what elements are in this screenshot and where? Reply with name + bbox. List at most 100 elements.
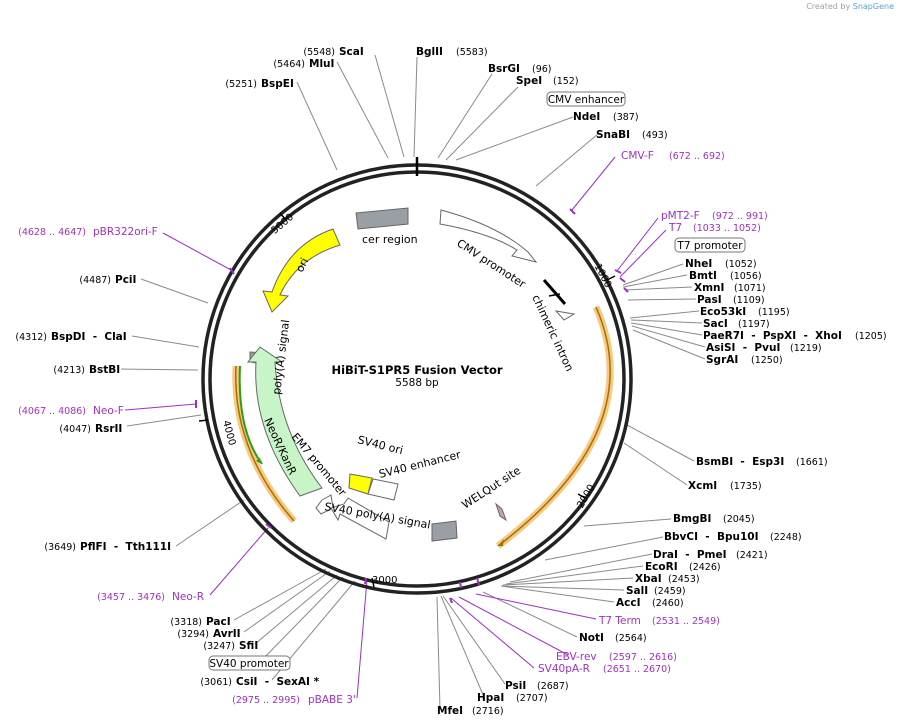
site-name-csii-sexai: CsiI - SexAI * (236, 676, 320, 688)
primer-range-sv40pa-r: (2651 .. 2670) (603, 664, 671, 675)
site-pos-pasi: (1109) (733, 295, 765, 306)
credit-prefix: Created by (806, 2, 851, 11)
site-name-paer7i-pspxi-xhoi: PaeR7I - PspXI - XhoI (703, 330, 842, 342)
label-sv40-ori: SV40 ori (356, 433, 404, 457)
primer-name-ebv-rev: EBV-rev (556, 651, 597, 663)
site-pos-psii: (2687) (537, 681, 569, 692)
site-name-pflfi-tth111i: PflFI - Tth111I (80, 541, 171, 553)
primer-marks (195, 208, 629, 604)
feature-neor-kanr[interactable] (246, 346, 323, 497)
site-pos-scai: (5548) (303, 47, 335, 58)
site-pos-xbai: (2453) (668, 574, 700, 585)
site-pos-drai-pmei: (2421) (736, 550, 768, 561)
leader-lines (120, 54, 706, 710)
orf-hibit-s1pr5[interactable] (495, 305, 614, 549)
site-name-bbvci-bpu10i: BbvCI - Bpu10I (664, 531, 758, 543)
site-pos-asisi-pvui: (1219) (790, 343, 822, 354)
primer-name-neo-r: Neo-R (172, 591, 204, 603)
tick-label-4000: 4000 (220, 419, 237, 446)
site-pos-pcii: (4487) (79, 275, 111, 286)
orf-neo-highlight[interactable] (232, 365, 297, 524)
primer-range-neo-r: (3457 .. 3476) (97, 592, 165, 603)
site-name-bsrgi: BsrGI (488, 63, 520, 75)
site-pos-acci: (2460) (652, 598, 684, 609)
site-name-pcii: PciI (115, 274, 136, 286)
site-name-psii: PsiI (505, 680, 526, 692)
primer-range-neo-f: (4067 .. 4086) (18, 406, 86, 417)
site-name-bspdi-clai: BspDI - ClaI (51, 331, 127, 343)
snapgene-logo: SnapGene (852, 2, 894, 11)
site-name-saci: SacI (703, 318, 728, 330)
primer-name-cmv-f: CMV-F (621, 150, 654, 162)
site-pos-rsrii: (4047) (59, 424, 91, 435)
boxed-label-cmv-enhancer: CMV enhancer (546, 91, 626, 107)
site-name-bstbi: BstBI (89, 364, 120, 376)
site-name-noti: NotI (579, 632, 604, 644)
site-name-rsrii: RsrII (95, 423, 122, 435)
site-name-drai-pmei: DraI - PmeI (653, 549, 727, 561)
primer-name-neo-f: Neo-F (93, 405, 124, 417)
site-name-bsmbi-esp3i: BsmBI - Esp3I (696, 456, 784, 468)
feature-grey-block[interactable] (431, 520, 458, 542)
site-pos-hpai: (2707) (516, 693, 548, 704)
site-name-bmti: BmtI (689, 270, 717, 282)
primer-range-pmt2-f: (972 .. 991) (712, 211, 768, 222)
plasmid-size: 5588 bp (395, 377, 439, 389)
feature-ori[interactable] (262, 228, 341, 313)
primer-name-pbr322ori-f: pBR322ori-F (93, 226, 158, 238)
site-pos-eco53ki: (1195) (758, 307, 790, 318)
site-name-avrii: AvrII (213, 628, 241, 640)
primer-range-t7: (1033 .. 1052) (693, 223, 761, 234)
site-name-asisi-pvui: AsiSI - PvuI (706, 342, 780, 354)
site-name-bmgbi: BmgBI (673, 513, 711, 525)
site-pos-sfii: (3247) (203, 641, 235, 652)
feature-cer-region[interactable] (355, 207, 409, 230)
site-name-pasi: PasI (697, 294, 722, 306)
feature-em7-promoter[interactable] (315, 494, 334, 515)
ruler-ticks (198, 212, 616, 588)
primer-leader-lines (124, 156, 667, 699)
site-pos-saci: (1197) (738, 319, 770, 330)
site-pos-sali: (2459) (654, 586, 686, 597)
label-cer-region: cer region (362, 233, 418, 246)
site-pos-ecori: (2426) (689, 562, 721, 573)
label-ori: ori (293, 256, 311, 275)
site-pos-snabi: (493) (642, 130, 668, 141)
feature-sv40-enhancer[interactable] (367, 478, 399, 501)
site-pos-sgrai: (1250) (751, 355, 783, 366)
site-name-paci: PacI (206, 616, 231, 628)
site-pos-xcmi: (1735) (730, 481, 762, 492)
boxed-label-sv40-promoter: SV40 promoter (208, 655, 291, 671)
feature-cmv-promoter[interactable] (439, 209, 538, 263)
feature-sv40-polya-signal[interactable] (330, 497, 390, 540)
plasmid-name: HiBiT-S1PR5 Fusion Vector (331, 363, 502, 377)
site-name-xcmi: XcmI (688, 480, 717, 492)
site-name-spei: SpeI (516, 75, 542, 87)
boxed-label-sv40-promoter-text: SV40 promoter (209, 658, 289, 670)
site-pos-xmni: (1071) (734, 283, 766, 294)
site-name-eco53ki: Eco53kI (700, 306, 746, 318)
site-pos-bspei: (5251) (225, 79, 257, 90)
site-name-sfii: SfiI (239, 640, 258, 652)
boxed-label-t7-promoter: T7 promoter (674, 237, 746, 253)
site-pos-spei: (152) (553, 76, 579, 87)
site-pos-mlui: (5464) (273, 59, 305, 70)
site-pos-bsrgi: (96) (532, 64, 552, 75)
boxed-label-cmv-enhancer-text: CMV enhancer (548, 94, 625, 106)
feature-chimeric-intron[interactable] (542, 279, 576, 321)
site-pos-ndei: (387) (613, 112, 639, 123)
site-name-hpai: HpaI (477, 692, 504, 704)
site-pos-bspdi-clai: (4312) (15, 332, 47, 343)
site-name-xbai: XbaI (635, 573, 662, 585)
site-name-xmni: XmnI (694, 282, 724, 294)
site-name-sali: SalI (626, 585, 648, 597)
primer-range-pbr322ori-f: (4628 .. 4647) (18, 227, 86, 238)
site-pos-nhei: (1052) (725, 259, 757, 270)
site-name-ecori: EcoRI (645, 561, 678, 573)
site-name-nhei: NheI (685, 258, 712, 270)
feature-welqut-site[interactable] (494, 502, 507, 522)
site-pos-csii-sexai: (3061) (200, 677, 232, 688)
site-pos-bstbi: (4213) (53, 365, 85, 376)
site-pos-bsmbi-esp3i: (1661) (796, 457, 828, 468)
